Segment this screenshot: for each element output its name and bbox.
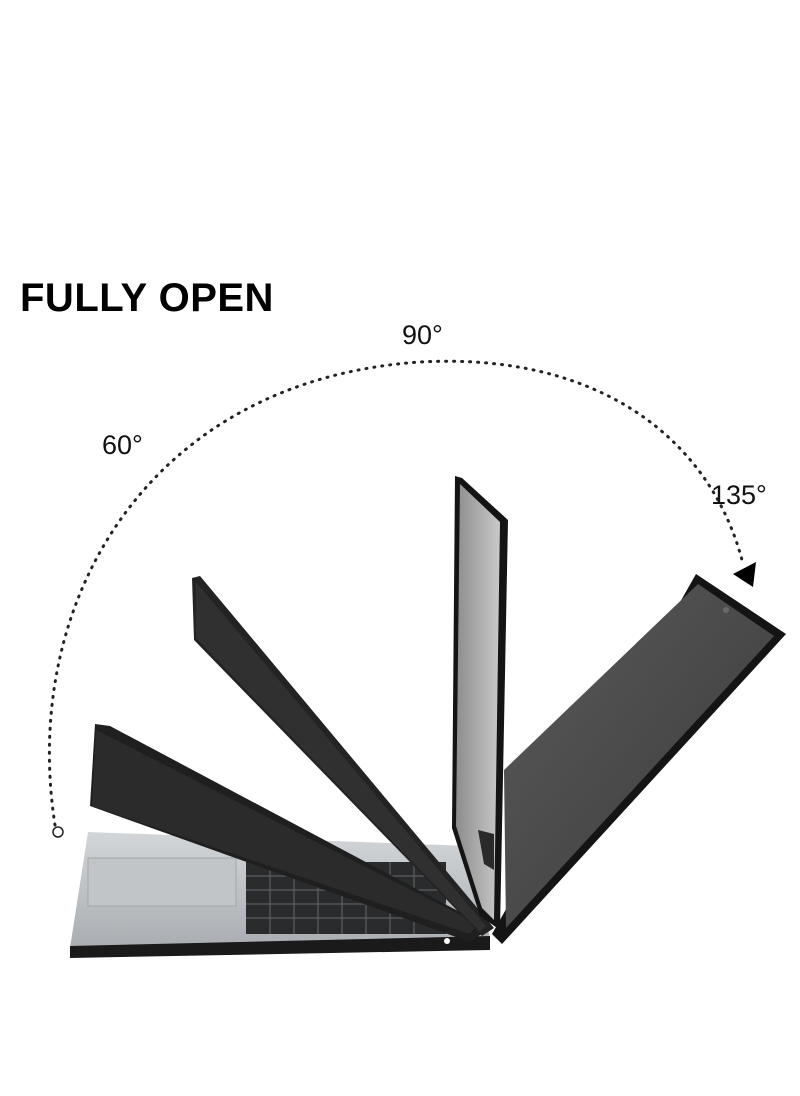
laptop-lid-low — [90, 724, 490, 942]
laptop-base — [70, 832, 490, 958]
start-circle-icon — [52, 826, 64, 838]
angle-label-90: 90° — [402, 320, 443, 350]
laptop-lid-90 — [452, 476, 508, 930]
angle-label-60: 60° — [102, 430, 143, 460]
laptop-lid-60 — [192, 576, 494, 936]
arrow-head-icon — [733, 562, 756, 587]
trackpad — [87, 857, 237, 907]
page-title: FULLY OPEN — [20, 276, 274, 320]
laptop-lid-135 — [492, 574, 786, 944]
